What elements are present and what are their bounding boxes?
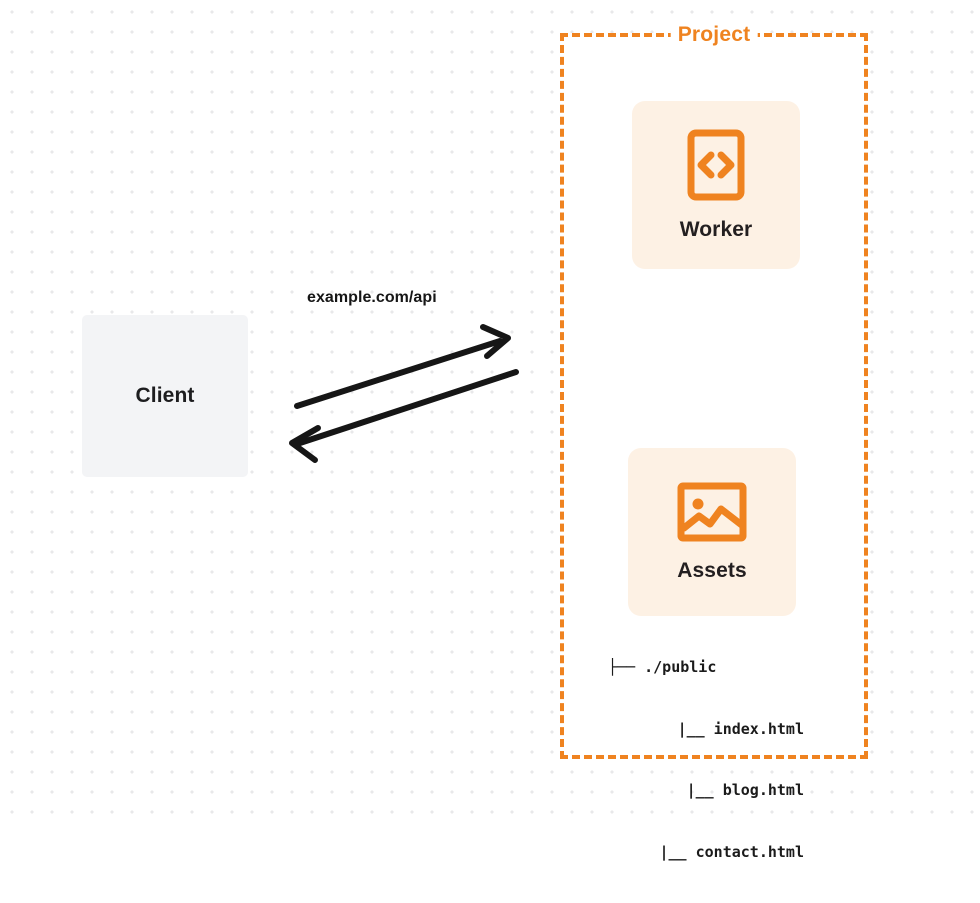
diagram-canvas: Client example.com/api Project Worker: [0, 0, 980, 861]
worker-card[interactable]: Worker: [632, 101, 800, 269]
assets-card-label: Assets: [677, 558, 747, 582]
inbound-arrow: [289, 369, 519, 463]
image-picture-icon: [677, 482, 747, 547]
file-tree-row: |__ blog.html: [686, 781, 804, 799]
client-node[interactable]: Client: [82, 315, 248, 477]
file-tree-row: |__ index.html: [677, 719, 804, 738]
file-tree-row: |__ contact.html: [659, 842, 805, 861]
request-url-label: example.com/api: [307, 289, 437, 306]
assets-file-tree: ├── ./public |__ index.html |__ blog.htm…: [608, 616, 804, 903]
project-group-title: Project: [670, 23, 758, 47]
worker-card-label: Worker: [679, 217, 753, 241]
assets-card[interactable]: Assets: [628, 448, 796, 616]
code-brackets-icon: [687, 129, 745, 206]
file-tree-row: ├── ./public: [608, 658, 717, 676]
outbound-arrow: [294, 324, 511, 409]
client-node-label: Client: [135, 384, 195, 407]
